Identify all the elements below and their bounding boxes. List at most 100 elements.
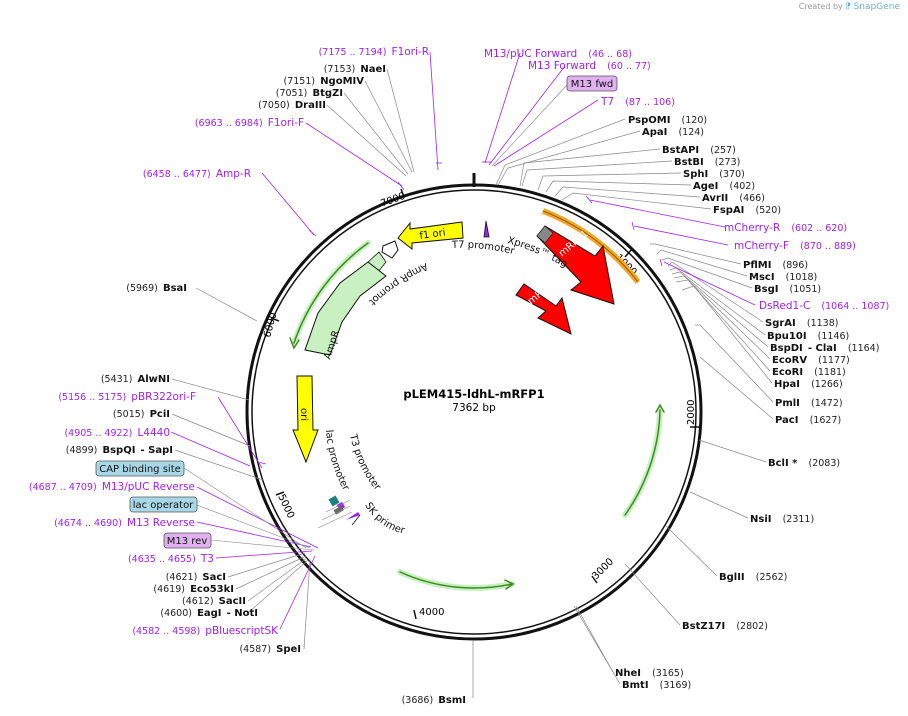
box-m13-rev[interactable]: M13 rev [163,532,212,549]
tick-3000: 3000 [590,556,616,582]
site-alwni[interactable]: (5431) AlwNI [101,367,170,386]
box-m13-fwd[interactable]: M13 fwd [566,75,618,92]
site-bspqi[interactable]: (4899) BspQI - SapI [66,438,173,457]
primer-mcherry-f[interactable]: mCherry-F (870 .. 889) [734,234,856,253]
site-sgrai[interactable]: SgrAI (1138) [765,311,838,330]
site-bsmi[interactable]: (3686) BsmI [402,688,466,707]
primer-m13-puc-reverse[interactable]: (4687 .. 4709) M13/pUC Reverse [29,475,195,494]
site-bstz17i[interactable]: BstZ17I (2802) [682,614,768,633]
site-spei[interactable]: (4587) SpeI [239,637,301,656]
credit-prefix: Created by [798,2,843,11]
primer-leaders [170,51,756,630]
site-nsii[interactable]: NsiI (2311) [750,507,814,526]
f1-ori-label: f1 ori [419,227,446,242]
site-sphi[interactable]: SphI (370) [683,162,745,181]
site-pmli[interactable]: PmlI (1472) [775,391,843,410]
site-nhei[interactable]: NheI (3165) [615,661,684,680]
orf-arc-bottom [397,569,515,591]
left-sites: (7153) NaeI (7151) NgoMIV (7051) BtgZI (… [66,57,466,707]
primer-f1ori-f[interactable]: (6963 .. 6984) F1ori-F [195,111,304,130]
primer-amp-r[interactable]: (6458 .. 6477) Amp-R [143,162,251,181]
plasmid-length: 7362 bp [452,402,496,414]
primer-m13-puc-forward[interactable]: M13/pUC Forward (46 .. 68) [484,42,632,61]
feature-lac-promoter[interactable]: lac promoter [323,429,352,493]
primer-m13-reverse[interactable]: (4674 .. 4690) M13 Reverse [54,511,195,530]
site-eagi[interactable]: (4600) EagI - NotI [160,601,258,620]
tick-7000: 7000 [379,191,407,210]
m13rev-leader [210,539,315,551]
site-pspomi[interactable]: PspOMI (120) [628,108,707,127]
feature-ori[interactable]: ori [292,375,319,464]
box-cap-binding-site[interactable]: CAP binding site [95,460,185,477]
tick-6000: 6000 [262,311,279,338]
site-bstbi[interactable]: BstBI (273) [674,150,740,169]
primer-t7[interactable]: T7 (87 .. 106) [600,90,675,109]
tick-4000: 4000 [419,607,444,618]
site-avrii[interactable]: AvrII (466) [702,186,765,205]
t3-promoter-label: T3 promoter [347,432,383,493]
site-pcii[interactable]: (5015) PciI [113,402,170,421]
site-bcli[interactable]: BclI * (2083) [768,451,840,470]
site-ecorv[interactable]: EcoRV (1177) [772,348,850,367]
site-bspdi[interactable]: BspDI - ClaI (1164) [770,336,879,355]
feature-mrfp1-b[interactable]: mRFP1 [515,276,572,335]
mcs-cluster [317,495,361,529]
primer-pbluescriptsk[interactable]: (4582 .. 4598) pBluescriptSK [132,619,279,638]
site-apai[interactable]: ApaI (124) [642,120,704,139]
primer-mcherry-r[interactable]: mCherry-R (602 .. 620) [724,216,847,235]
lacop-leader [196,504,311,549]
box-cap-label: CAP binding site [99,464,181,475]
left-primers: (7175 .. 7194) F1ori-R (6963 .. 6984) F1… [29,40,429,638]
site-msci[interactable]: MscI (1018) [749,265,817,284]
plasmid-name: pLEM415-ldhL-mRFP1 [403,387,544,401]
site-sacii[interactable]: (4612) SacII [182,589,246,608]
m13fwd-leader [491,83,569,167]
box-m13-fwd-label: M13 fwd [571,79,613,90]
feature-f1-ori[interactable]: f1 ori [397,221,464,251]
site-agei[interactable]: AgeI (402) [693,174,755,193]
site-ngomiv[interactable]: (7151) NgoMIV [284,69,365,88]
site-bglii[interactable]: BglII (2562) [719,565,787,584]
ori-label: ori [298,408,309,421]
primer-dsred1-c[interactable]: DsRed1-C (1064 .. 1087) [759,294,889,313]
t7-promoter-label: T7 promoter [451,240,517,258]
lac-promoter-label: lac promoter [323,429,352,493]
site-pflmi[interactable]: PflMI (896) [743,253,808,272]
site-ecori[interactable]: EcoRI (1181) [772,360,846,379]
primer-t3[interactable]: (4635 .. 4655) T3 [128,547,214,566]
site-naei[interactable]: (7153) NaeI [324,57,386,76]
right-primers: M13/pUC Forward (46 .. 68) M13 Forward (… [484,42,889,313]
sk-primer-label: SK primer [362,501,406,537]
site-saci[interactable]: (4621) SacI [166,565,226,584]
snapgene-logo-icon: ⁋ [845,2,852,12]
site-bsai[interactable]: (5969) BsaI [126,276,187,295]
primer-m13-forward[interactable]: M13 Forward (60 .. 77) [528,54,651,73]
primer-f1ori-r[interactable]: (7175 .. 7194) F1ori-R [319,40,429,59]
box-lac-operator[interactable]: lac operator [129,496,198,513]
primer-l4440[interactable]: (4905 .. 4922) L4440 [64,421,170,440]
feature-sk-primer[interactable]: SK primer [362,501,406,537]
right-sites: PspOMI (120) ApaI (124) BstAPI (257) Bst… [615,108,879,692]
enzyme-leaders [171,68,774,698]
site-eco53ki[interactable]: (4619) Eco53kI [153,577,234,596]
site-hpai[interactable]: HpaI (1266) [774,372,843,391]
site-bmti[interactable]: BmtI (3169) [622,673,691,692]
feature-orange-arc[interactable] [541,208,641,284]
snapgene-credit: Created by ⁋ SnapGene [799,2,900,12]
site-paci[interactable]: PacI (1627) [775,408,841,427]
site-draiii[interactable]: (7050) DraIII [258,93,326,112]
cap-leader [183,467,307,549]
orf-arc-right [622,407,663,518]
feature-ampr[interactable]: AmpR [304,261,387,361]
tick-2000: 2000 [686,400,697,425]
site-bstapi[interactable]: BstAPI (257) [662,138,736,157]
feature-t3-promoter[interactable]: T3 promoter [347,432,383,493]
box-lacop-label: lac operator [133,500,194,511]
site-bpu10i[interactable]: Bpu10I (1146) [767,324,849,343]
site-btgzi[interactable]: (7051) BtgZI [276,81,343,100]
site-fspai[interactable]: FspAI (520) [713,198,781,217]
site-bsgi[interactable]: BsgI (1051) [754,277,821,296]
backbone-inner [251,189,697,635]
primer-pbr322ori-f[interactable]: (5156 .. 5175) pBR322ori-F [58,385,196,404]
